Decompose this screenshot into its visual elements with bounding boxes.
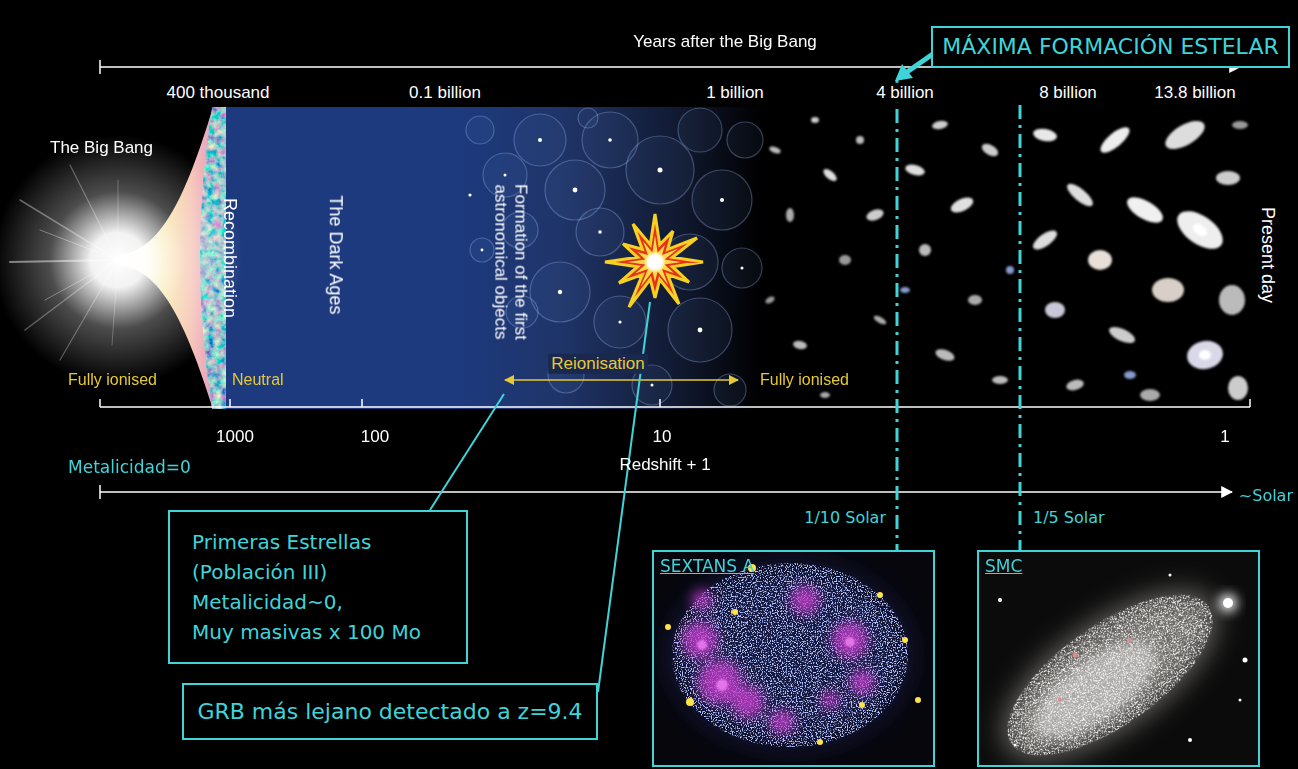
- time-tick: 1 billion: [703, 83, 767, 103]
- phase-label: Neutral: [232, 370, 284, 389]
- text-group: SMC: [985, 556, 1022, 577]
- time-tick: 8 billion: [1036, 83, 1100, 103]
- sextans-a-image: [654, 552, 933, 767]
- box-text: Muy masivas x 100 Mo: [192, 617, 421, 647]
- text-group: SEXTANS A: [660, 556, 754, 577]
- metallicity-markers: [897, 80, 1020, 550]
- phase-label: Fully ionised: [760, 370, 849, 389]
- metallicity-label: 1/10 Solar: [801, 508, 889, 527]
- box-text: GRB más lejano detectado a z=9.4: [197, 698, 582, 726]
- axis-title: Years after the Big Bang: [633, 32, 817, 52]
- time-tick: 0.1 billion: [406, 83, 484, 103]
- galaxies: [764, 115, 1248, 401]
- redshift-tick: 10: [653, 427, 672, 447]
- highlight-box: MÁXIMA FORMACIÓN ESTELAR: [931, 26, 1290, 68]
- era-label: The Big Bang: [50, 138, 153, 158]
- metallicity-label: 1/5 Solar: [1030, 508, 1108, 527]
- phase-label: Fully ionised: [68, 370, 157, 389]
- text-group: Primeras Estrellas(Población III)Metalic…: [192, 527, 421, 647]
- ionised-bubbles: [466, 108, 763, 406]
- metallicity-label: Metalicidad=0: [68, 457, 191, 477]
- era-label: Formation of the first astronomical obje…: [490, 155, 531, 370]
- box-text: Primeras Estrellas: [192, 527, 421, 557]
- callout-box: Primeras Estrellas(Población III)Metalic…: [168, 510, 468, 664]
- big-bang-glow: [0, 135, 243, 385]
- redshift-tick: 100: [361, 427, 389, 447]
- panel-title: SEXTANS A: [660, 556, 754, 577]
- first-stars: [468, 138, 743, 387]
- time-tick: 13.8 billion: [1151, 83, 1238, 103]
- redshift-tick: 1: [1220, 427, 1229, 447]
- redshift-tick: 1000: [216, 427, 254, 447]
- time-tick: 4 billion: [873, 83, 937, 103]
- phase-label: Reionisation: [548, 354, 648, 374]
- axis-title: Redshift + 1: [619, 455, 710, 475]
- box-text: (Población III): [192, 557, 421, 587]
- grb-explosion: [605, 214, 703, 307]
- image-panel: SMC: [977, 550, 1260, 767]
- dark-ages-band: [224, 107, 760, 409]
- text-group: GRB más lejano detectado a z=9.4: [197, 698, 582, 726]
- reionisation-arrow: [505, 380, 738, 381]
- image-panel: SEXTANS A: [652, 550, 935, 767]
- smc-image: [979, 552, 1258, 767]
- metallicity-label: ~Solar: [1239, 486, 1293, 505]
- era-label: The Dark Ages: [324, 195, 346, 314]
- time-tick: 400 thousand: [163, 83, 272, 103]
- axes: [100, 60, 1250, 499]
- era-label: Recombination: [218, 198, 240, 318]
- text-group: MÁXIMA FORMACIÓN ESTELAR: [942, 33, 1278, 61]
- callout-box: GRB más lejano detectado a z=9.4: [182, 683, 598, 740]
- box-text: Metalicidad~0,: [192, 587, 421, 617]
- era-label: Present day: [1256, 207, 1278, 303]
- panel-title: SMC: [985, 556, 1022, 577]
- box-text: MÁXIMA FORMACIÓN ESTELAR: [942, 33, 1278, 61]
